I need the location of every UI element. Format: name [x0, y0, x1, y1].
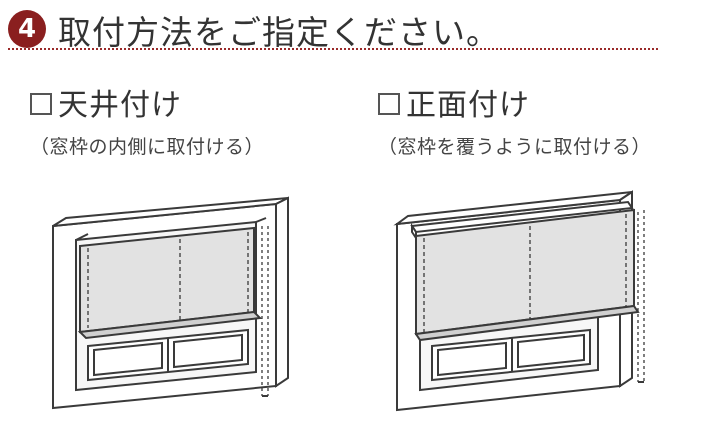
option-ceiling-mount[interactable]: 天井付け （窓枠の内側に取付ける）: [30, 80, 264, 159]
dotted-divider: [8, 48, 658, 50]
section-header: 4 取付方法をご指定ください。: [8, 4, 658, 52]
option-front-mount[interactable]: 正面付け （窓枠を覆うように取付ける）: [378, 80, 651, 159]
front-mount-blind-illustration: [392, 186, 654, 420]
ceiling-mount-checkbox[interactable]: [30, 93, 52, 115]
front-mount-label: 正面付け: [406, 88, 530, 123]
ceiling-mount-label: 天井付け: [58, 88, 182, 123]
front-mount-note: （窓枠を覆うように取付ける）: [378, 136, 652, 158]
section-title: 取付方法をご指定ください。: [58, 13, 500, 52]
front-mount-checkbox[interactable]: [378, 93, 400, 115]
step-number-badge: 4: [8, 10, 46, 48]
ceiling-mount-blind-illustration: [48, 196, 298, 422]
ceiling-mount-note: （窓枠の内側に取付ける）: [30, 136, 265, 158]
